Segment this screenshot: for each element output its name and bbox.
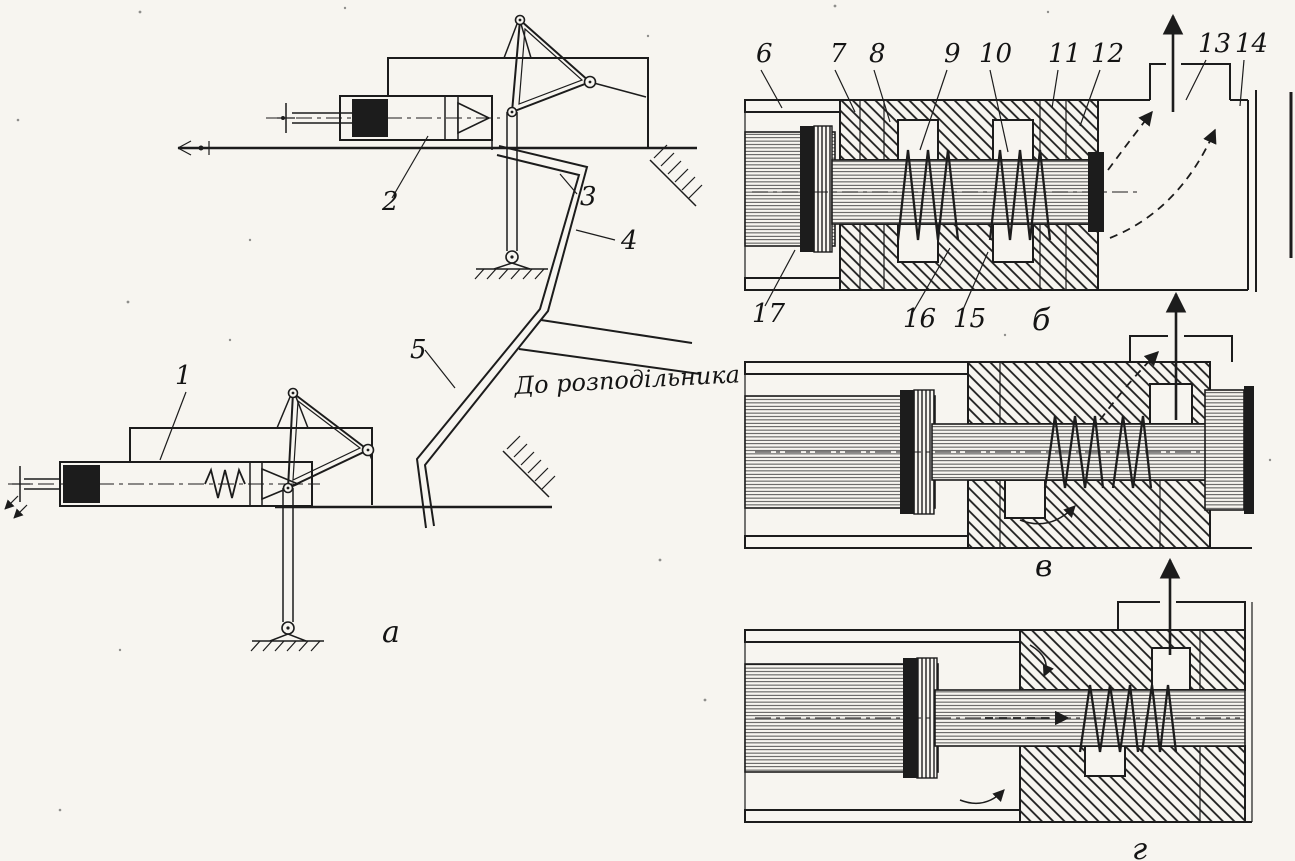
part-label-1: 1 [175, 361, 192, 391]
part-label-7: 7 [830, 39, 847, 69]
caption-a: а [382, 615, 400, 650]
g-spring-1 [1078, 684, 1140, 753]
caption-v: в [1035, 549, 1052, 584]
caption-g: г [1132, 832, 1147, 861]
part-label-14: 14 [1235, 29, 1268, 59]
section-view-g: г [744, 557, 1253, 861]
section-view-b: 6 7 8 9 10 11 12 13 14 17 16 15 б [744, 13, 1268, 338]
b-port-bottom-2 [992, 223, 1034, 263]
g-curved-arrow-top [1029, 644, 1054, 678]
b-labels-bottom: 17 16 15 [752, 247, 989, 334]
part-label-8: 8 [869, 39, 886, 69]
g-curved-arrow-bottom [959, 789, 1005, 805]
b-housing-top [839, 99, 1099, 161]
lower-wall-hatch [502, 435, 556, 498]
v-chimney-right [1184, 335, 1233, 362]
b-flow-arrow-1 [1109, 128, 1217, 239]
lower-mechanism [4, 387, 556, 652]
v-right-band [1244, 386, 1254, 514]
part-label-13: 13 [1198, 29, 1231, 59]
part-label-11: 11 [1048, 39, 1081, 69]
v-chimney-left [1129, 335, 1168, 362]
b-port-top-1 [897, 119, 939, 161]
g-housing-top [1019, 629, 1246, 691]
left-schematic: 1 2 3 4 5 До розподільника а [4, 14, 741, 652]
branch-line-lower [518, 348, 701, 375]
part-label-16: 16 [903, 304, 936, 334]
part-label-3: 3 [580, 182, 597, 212]
upper-ground-symbol [474, 268, 549, 280]
part-label-5: 5 [410, 335, 427, 365]
lower-bellcrank [286, 391, 370, 490]
caption-b: б [1032, 303, 1051, 338]
v-flow-arrow [1099, 350, 1160, 421]
v-port-top [1149, 383, 1193, 425]
g-spring-2 [1140, 684, 1178, 753]
b-housing-bottom [839, 223, 1099, 291]
part-label-17: 17 [752, 299, 786, 329]
part-label-15: 15 [953, 304, 986, 334]
part-label-10: 10 [979, 39, 1012, 69]
g-top-plate [744, 629, 1021, 643]
lower-left-arrow [4, 495, 19, 510]
pipe-inner [415, 154, 581, 529]
g-chimney-right [1176, 601, 1246, 630]
part-label-4: 4 [620, 226, 638, 256]
v-port-bottom [1004, 479, 1046, 519]
b-collar-band [800, 126, 814, 252]
part-label-9: 9 [944, 39, 961, 69]
part-label-12: 12 [1091, 39, 1124, 69]
lower-ground-symbol [250, 640, 325, 652]
v-curved-arrow [1019, 505, 1076, 525]
upper-mechanism [177, 14, 703, 280]
b-spring-2 [988, 149, 1052, 241]
scan-speckles [16, 4, 1272, 812]
b-chimney-left [1149, 63, 1166, 100]
part-label-2: 2 [381, 187, 399, 217]
branch-line-upper [540, 319, 693, 344]
v-top-plate [744, 361, 969, 375]
pipe-outer [423, 145, 589, 527]
schematic-part-labels: 1 2 3 4 5 [159, 135, 638, 461]
b-top-plate [744, 99, 841, 113]
upper-frame [387, 57, 649, 148]
b-bottom-plate [744, 277, 841, 291]
linkage-pipe [415, 145, 701, 529]
v-right-stub [1204, 389, 1245, 511]
lower-cylinder-spring [204, 467, 246, 499]
part-label-6: 6 [756, 39, 773, 69]
v-bottom-plate [744, 535, 969, 549]
b-spring-1 [896, 149, 960, 241]
b-collar [813, 125, 833, 253]
v-spring-2 [1111, 415, 1153, 489]
v-spring-1 [1043, 415, 1105, 489]
g-bottom-plate [744, 809, 1021, 823]
upper-bellcrank [510, 17, 592, 114]
b-chimney-right [1181, 63, 1231, 100]
g-housing-bottom [1019, 745, 1246, 823]
annotation-to-distributor: До розподільника [513, 360, 741, 400]
b-flow-arrow-2 [1107, 110, 1153, 171]
b-labels-top: 6 7 8 9 10 11 12 13 14 [756, 29, 1268, 153]
g-chimney-left [1117, 601, 1160, 630]
upper-wall-hatch [649, 144, 703, 207]
section-view-v: в [744, 291, 1254, 584]
